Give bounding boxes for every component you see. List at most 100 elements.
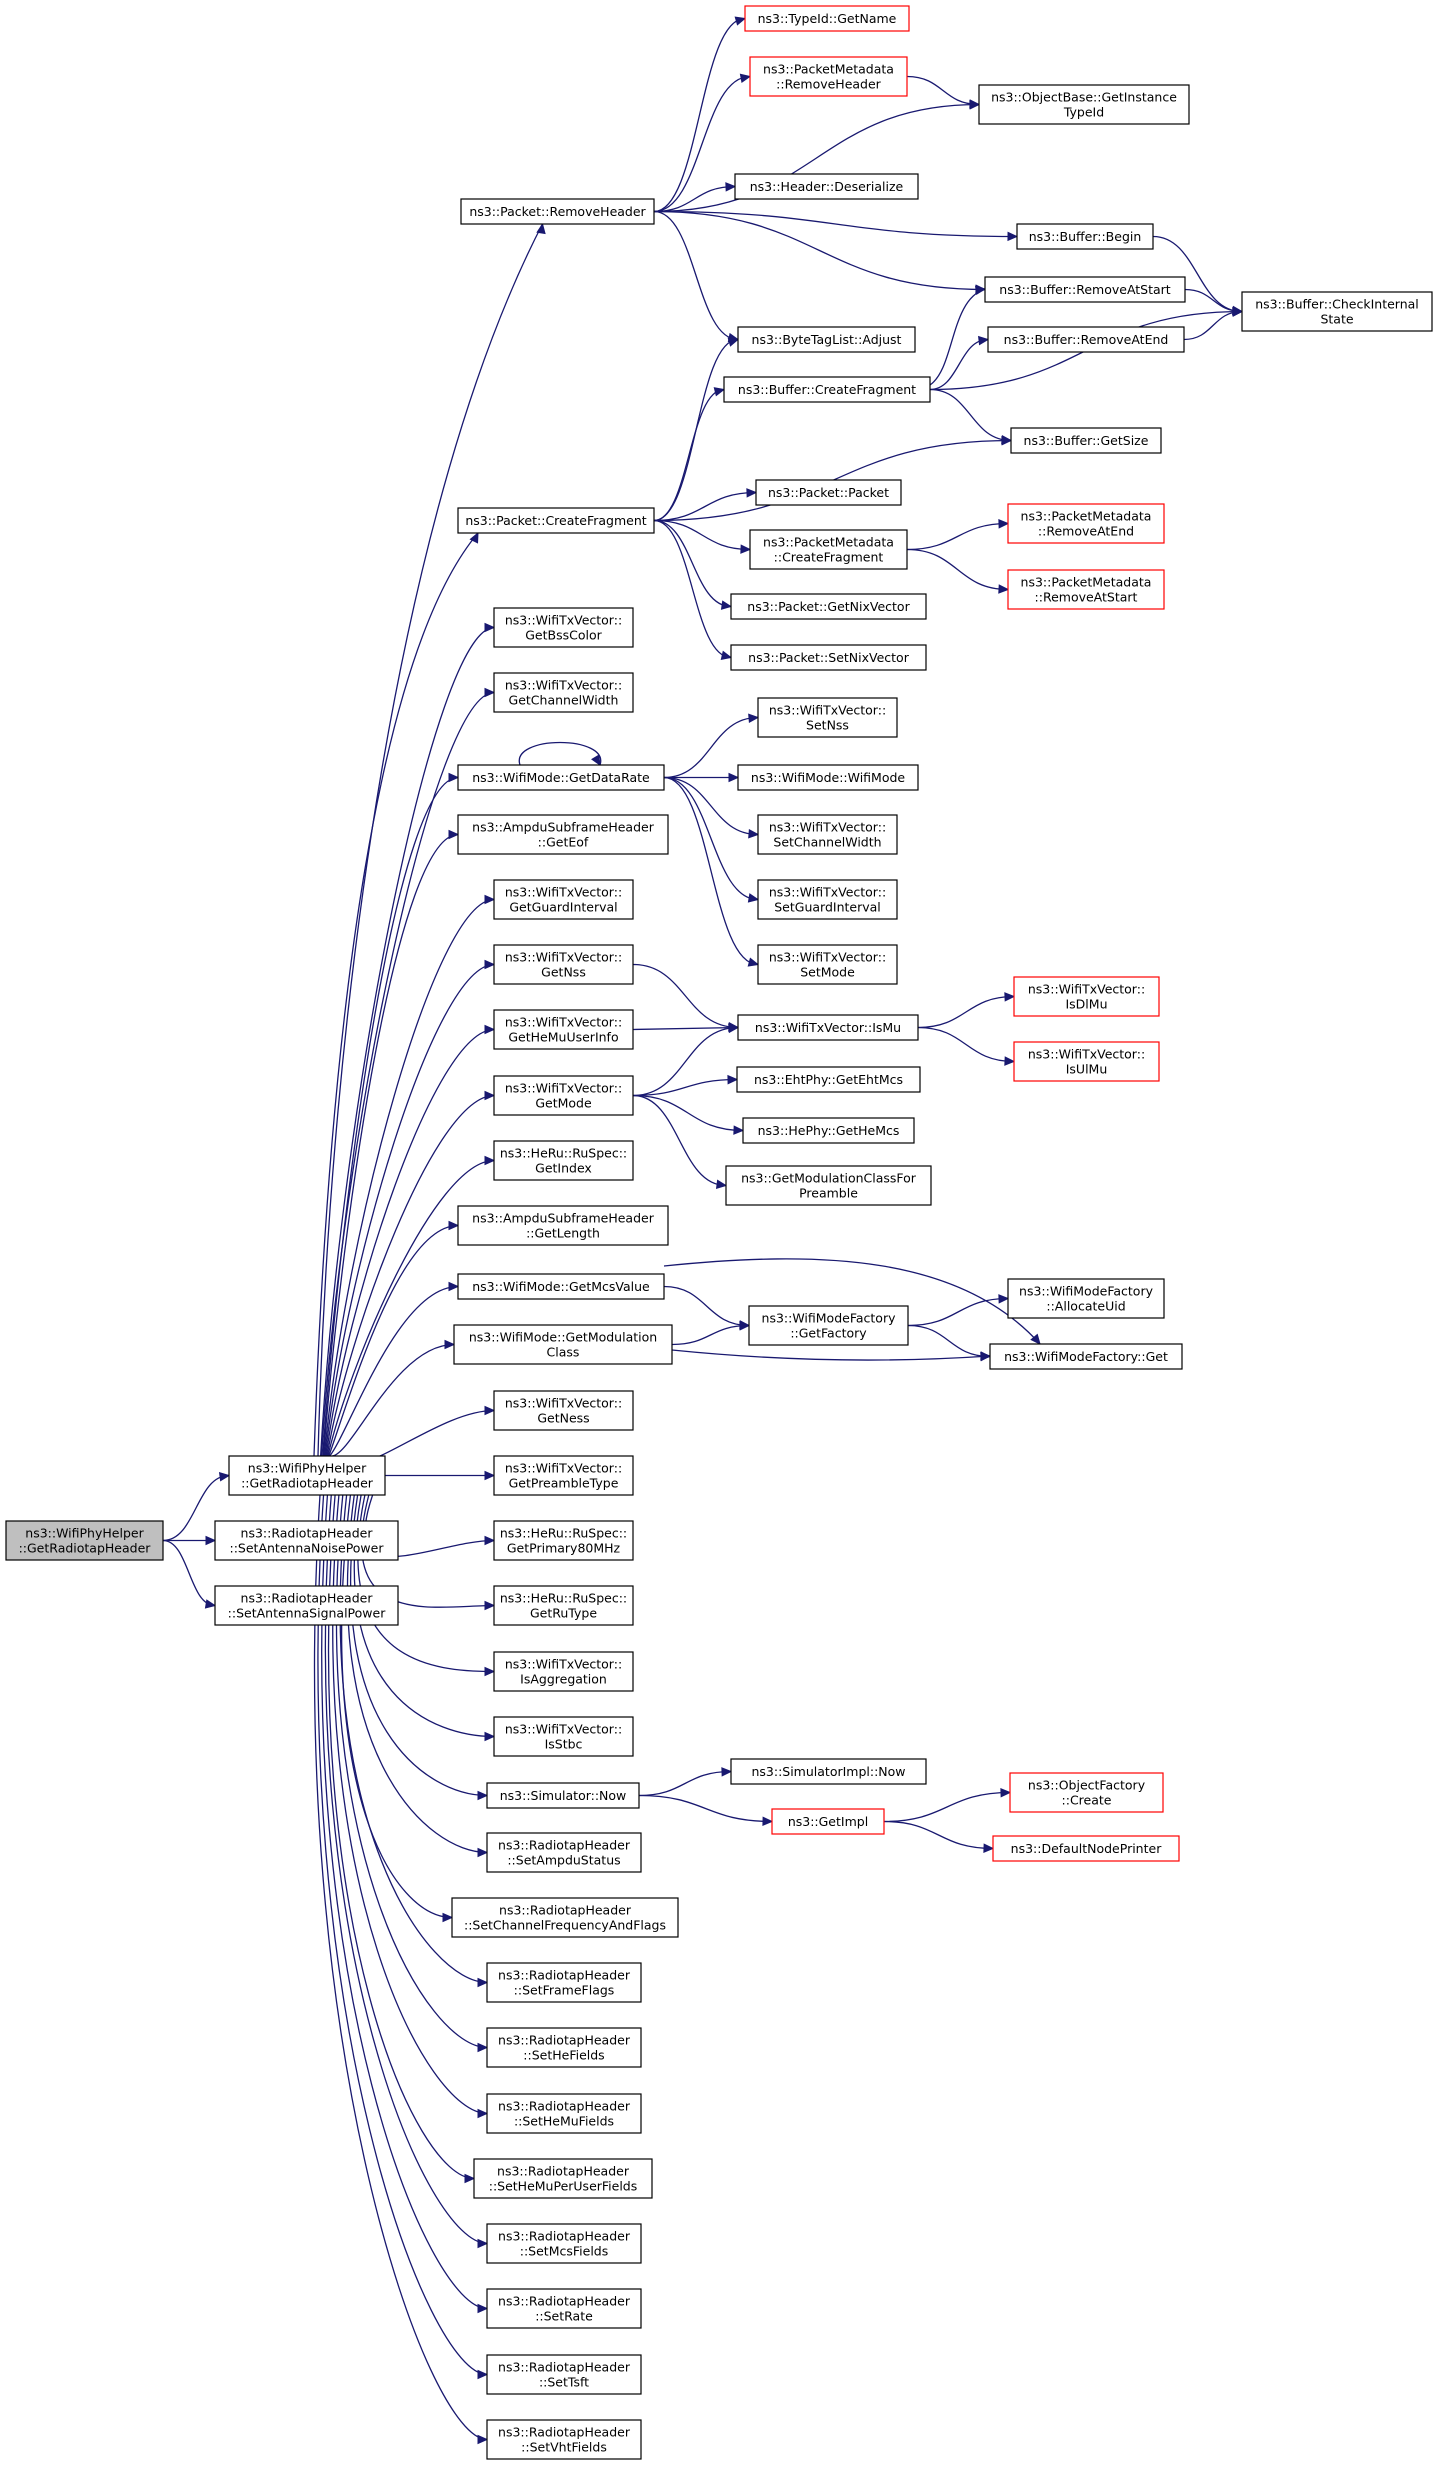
node-ru-p80[interactable]: ns3::HeRu::RuSpec::GetPrimary80MHz bbox=[493, 1520, 634, 1561]
node-label: ::RemoveAtStart bbox=[1035, 590, 1138, 605]
node-buf-rae[interactable]: ns3::Buffer::RemoveAtEnd bbox=[987, 326, 1185, 353]
node-sim-now[interactable]: ns3::Simulator::Now bbox=[486, 1782, 640, 1809]
node-pkt-rh[interactable]: ns3::Packet::RemoveHeader bbox=[460, 198, 655, 225]
node-he-mcs[interactable]: ns3::HePhy::GetHeMcs bbox=[742, 1117, 915, 1144]
edge-arrowhead bbox=[477, 2369, 489, 2380]
node-pm-rh[interactable]: ns3::PacketMetadata::RemoveHeader bbox=[749, 56, 908, 97]
call-nodes: ns3::WifiPhyHelper::GetRadiotapHeaderns3… bbox=[5, 5, 1433, 2460]
node-rth-vht[interactable]: ns3::RadiotapHeader::SetVhtFields bbox=[486, 2419, 642, 2460]
node-ampdu-len[interactable]: ns3::AmpduSubframeHeader::GetLength bbox=[457, 1205, 669, 1246]
node-wm-mcs[interactable]: ns3::WifiMode::GetMcsValue bbox=[457, 1273, 665, 1300]
node-label: ::SetAntennaSignalPower bbox=[228, 1606, 387, 1621]
node-rth-sasp[interactable]: ns3::RadiotapHeader::SetAntennaSignalPow… bbox=[214, 1585, 399, 1626]
node-rth-rate[interactable]: ns3::RadiotapHeader::SetRate bbox=[486, 2288, 642, 2329]
node-rth-ampdu[interactable]: ns3::RadiotapHeader::SetAmpduStatus bbox=[486, 1832, 642, 1873]
node-txv-scw[interactable]: ns3::WifiTxVector::SetChannelWidth bbox=[757, 814, 898, 855]
node-txv-agg[interactable]: ns3::WifiTxVector::IsAggregation bbox=[493, 1651, 634, 1692]
node-txv-mode[interactable]: ns3::WifiTxVector::GetMode bbox=[493, 1075, 634, 1116]
node-buf-ras[interactable]: ns3::Buffer::RemoveAtStart bbox=[984, 276, 1186, 303]
node-box bbox=[451, 1897, 679, 1938]
edge-arrowhead bbox=[591, 754, 601, 767]
node-pkt-pkt[interactable]: ns3::Packet::Packet bbox=[755, 479, 902, 506]
node-txv-pt[interactable]: ns3::WifiTxVector::GetPreambleType bbox=[493, 1455, 634, 1496]
node-txv-nss[interactable]: ns3::WifiTxVector::GetNss bbox=[493, 944, 634, 985]
edge-arrowhead bbox=[477, 2108, 489, 2119]
call-edge bbox=[663, 1258, 1041, 1345]
node-rth-hemu[interactable]: ns3::RadiotapHeader::SetHeMuFields bbox=[486, 2093, 642, 2134]
node-dnp[interactable]: ns3::DefaultNodePrinter bbox=[992, 1835, 1180, 1862]
node-rth-ff[interactable]: ns3::RadiotapHeader::SetFrameFlags bbox=[486, 1962, 642, 2003]
node-label: GetGuardInterval bbox=[509, 900, 617, 915]
node-txv-gi[interactable]: ns3::WifiTxVector::GetGuardInterval bbox=[493, 879, 634, 920]
edge-arrowhead bbox=[998, 584, 1010, 594]
node-ampdu-eof[interactable]: ns3::AmpduSubframeHeader::GetEof bbox=[457, 814, 669, 855]
node-pkt-snv[interactable]: ns3::Packet::SetNixVector bbox=[730, 644, 927, 671]
edge-arrowhead bbox=[448, 829, 460, 840]
edge-arrowhead bbox=[728, 772, 740, 783]
node-phy-grh[interactable]: ns3::WifiPhyHelper::GetRadiotapHeader bbox=[228, 1455, 386, 1496]
node-rth-chan[interactable]: ns3::RadiotapHeader::SetChannelFrequency… bbox=[451, 1897, 679, 1938]
edge-arrowhead bbox=[1232, 307, 1244, 317]
node-root[interactable]: ns3::WifiPhyHelper::GetRadiotapHeader bbox=[5, 1520, 164, 1561]
node-label: ns3::WifiModeFactory bbox=[762, 1311, 897, 1326]
node-txv-snss[interactable]: ns3::WifiTxVector::SetNss bbox=[757, 697, 898, 738]
node-ru-type[interactable]: ns3::HeRu::RuSpec::GetRuType bbox=[493, 1585, 634, 1626]
node-txv-cw[interactable]: ns3::WifiTxVector::GetChannelWidth bbox=[493, 672, 634, 713]
node-wmf-get[interactable]: ns3::WifiModeFactory::Get bbox=[989, 1343, 1183, 1370]
node-box bbox=[749, 56, 908, 97]
node-simimpl-now[interactable]: ns3::SimulatorImpl::Now bbox=[730, 1758, 927, 1785]
node-buf-cf[interactable]: ns3::Buffer::CreateFragment bbox=[723, 376, 931, 403]
node-getimpl[interactable]: ns3::GetImpl bbox=[771, 1808, 885, 1835]
node-txv-ness[interactable]: ns3::WifiTxVector::GetNess bbox=[493, 1390, 634, 1431]
node-label: Preamble bbox=[799, 1186, 858, 1201]
node-wm-dr[interactable]: ns3::WifiMode::GetDataRate bbox=[457, 764, 665, 791]
call-edge bbox=[663, 1285, 750, 1327]
node-pm-ras[interactable]: ns3::PacketMetadata::RemoveAtStart bbox=[1007, 569, 1165, 610]
node-ru-idx[interactable]: ns3::HeRu::RuSpec::GetIndex bbox=[493, 1140, 634, 1181]
node-box bbox=[737, 764, 919, 791]
node-box bbox=[725, 1165, 932, 1206]
node-eht-mcs[interactable]: ns3::EhtPhy::GetEhtMcs bbox=[736, 1066, 921, 1093]
node-txv-bss[interactable]: ns3::WifiTxVector::GetBssColor bbox=[493, 607, 634, 648]
node-txv-isdl[interactable]: ns3::WifiTxVector::IsDlMu bbox=[1013, 976, 1160, 1017]
node-rth-he[interactable]: ns3::RadiotapHeader::SetHeFields bbox=[486, 2027, 642, 2068]
node-rth-sanp[interactable]: ns3::RadiotapHeader::SetAntennaNoisePowe… bbox=[214, 1520, 399, 1561]
node-btl-adj[interactable]: ns3::ByteTagList::Adjust bbox=[737, 326, 916, 353]
node-txv-hmui[interactable]: ns3::WifiTxVector::GetHeMuUserInfo bbox=[493, 1009, 634, 1050]
node-box bbox=[486, 1832, 642, 1873]
node-rth-mcs[interactable]: ns3::RadiotapHeader::SetMcsFields bbox=[486, 2223, 642, 2264]
node-label: ns3::PacketMetadata bbox=[763, 62, 894, 77]
node-buf-gs[interactable]: ns3::Buffer::GetSize bbox=[1010, 427, 1162, 454]
node-wm-wm[interactable]: ns3::WifiMode::WifiMode bbox=[737, 764, 919, 791]
node-pkt-gnv[interactable]: ns3::Packet::GetNixVector bbox=[730, 593, 927, 620]
node-rth-hemupu[interactable]: ns3::RadiotapHeader::SetHeMuPerUserField… bbox=[473, 2158, 653, 2199]
node-pm-rae[interactable]: ns3::PacketMetadata::RemoveAtEnd bbox=[1007, 503, 1165, 544]
node-hdr-des[interactable]: ns3::Header::Deserialize bbox=[734, 173, 919, 200]
node-of-create[interactable]: ns3::ObjectFactory::Create bbox=[1009, 1772, 1164, 1813]
node-txv-isul[interactable]: ns3::WifiTxVector::IsUlMu bbox=[1013, 1041, 1160, 1082]
edge-arrowhead bbox=[739, 1321, 751, 1331]
node-txv-ismu[interactable]: ns3::WifiTxVector::IsMu bbox=[737, 1014, 919, 1041]
node-box bbox=[493, 1585, 634, 1626]
node-box bbox=[493, 1390, 634, 1431]
node-wmf-gf[interactable]: ns3::WifiModeFactory::GetFactory bbox=[748, 1305, 909, 1346]
node-box bbox=[1007, 1278, 1165, 1319]
node-box bbox=[457, 1273, 665, 1300]
node-tid-gn[interactable]: ns3::TypeId::GetName bbox=[744, 5, 910, 32]
edge-arrowhead bbox=[748, 828, 760, 839]
node-txv-stbc[interactable]: ns3::WifiTxVector::IsStbc bbox=[493, 1716, 634, 1757]
node-pm-cf[interactable]: ns3::PacketMetadata::CreateFragment bbox=[749, 529, 908, 570]
node-label: ns3::WifiModeFactory bbox=[1019, 1284, 1154, 1299]
node-box bbox=[486, 1782, 640, 1809]
node-txv-smode[interactable]: ns3::WifiTxVector::SetMode bbox=[757, 944, 898, 985]
node-pkt-cf[interactable]: ns3::Packet::CreateFragment bbox=[457, 507, 655, 534]
node-txv-sgi[interactable]: ns3::WifiTxVector::SetGuardInterval bbox=[757, 879, 898, 920]
node-buf-begin[interactable]: ns3::Buffer::Begin bbox=[1016, 223, 1154, 250]
node-wm-mc[interactable]: ns3::WifiMode::GetModulationClass bbox=[453, 1324, 673, 1365]
node-wmf-au[interactable]: ns3::WifiModeFactory::AllocateUid bbox=[1007, 1278, 1165, 1319]
node-label: ns3::EhtPhy::GetEhtMcs bbox=[754, 1072, 903, 1087]
node-rth-tsft[interactable]: ns3::RadiotapHeader::SetTsft bbox=[486, 2354, 642, 2395]
